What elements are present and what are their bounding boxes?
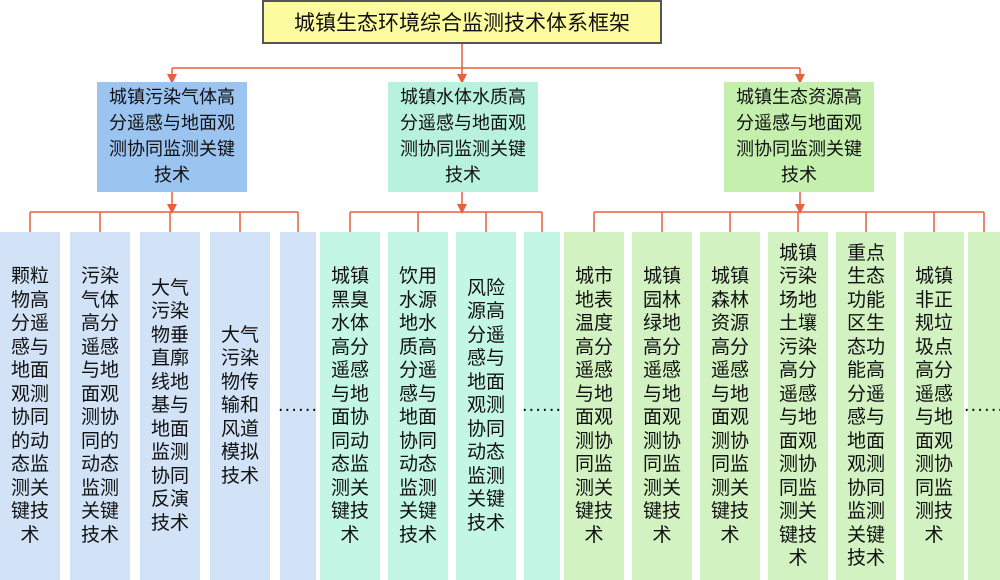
leaf-label: 城镇森林资源高分遥感与地面观测协同监测关键技术: [710, 265, 749, 546]
leaf-water-1: 城镇黑臭水体高分遥感与地面协同动态监测关键技术: [320, 232, 380, 580]
leaf-eco-2: 城镇园林绿地高分遥感与地面观测协同监测关键技术: [632, 232, 692, 580]
leaf-water-more: ......: [521, 232, 563, 580]
leaf-label: 风险源高分遥感与地面观测协同动态监测关键技术: [466, 276, 505, 534]
category-air-label: 城镇污染气体高分遥感与地面观测协同监测关键技术: [109, 87, 235, 186]
leaf-air-4: 大气污染物传输和风道模拟技术: [210, 232, 270, 580]
category-water-box: 城镇水体水质高分遥感与地面观测协同监测关键技术: [388, 82, 538, 192]
leaf-label: 饮用水源地水质高分遥感与地面协同动态监测关键技术: [398, 265, 437, 546]
root-title: 城镇生态环境综合监测技术体系框架: [294, 11, 630, 35]
leaf-label: 污染气体高分遥感与地面观测协同的动态监测关键技术: [80, 265, 119, 546]
leaf-label: 重点生态功能区生态功能高分遥感与地面观测协同监测关键技术: [846, 241, 885, 570]
leaf-eco-3: 城镇森林资源高分遥感与地面观测协同监测关键技术: [700, 232, 760, 580]
leaf-label: 大气污染物垂直廓线地基与地面监测协同反演技术: [150, 276, 189, 534]
root-title-box: 城镇生态环境综合监测技术体系框架: [262, 0, 662, 44]
leaf-label: 城镇污染场地土壤污染高分遥感与地面观测协同监测关键技术: [778, 241, 817, 570]
category-eco-box: 城镇生态资源高分遥感与地面观测协同监测关键技术: [724, 82, 874, 192]
leaf-water-3: 风险源高分遥感与地面观测协同动态监测关键技术: [456, 232, 516, 580]
leaf-air-1: 颗粒物高分遥感与地面观测协同的动态监测关键技术: [0, 232, 60, 580]
leaf-eco-5: 重点生态功能区生态功能高分遥感与地面观测协同监测关键技术: [836, 232, 896, 580]
leaf-eco-more: ......: [964, 232, 1000, 580]
leaf-eco-4: 城镇污染场地土壤污染高分遥感与地面观测协同监测关键技术: [768, 232, 828, 580]
leaf-label: 城镇非正规垃圾点高分遥感与地面观测协同监测技术: [914, 265, 953, 546]
category-air-box: 城镇污染气体高分遥感与地面观测协同监测关键技术: [97, 82, 247, 192]
leaf-label: 大气污染物传输和风道模拟技术: [220, 323, 259, 487]
leaf-label: 城镇黑臭水体高分遥感与地面协同动态监测关键技术: [330, 265, 369, 546]
ellipsis: ......: [277, 395, 319, 417]
category-eco-label: 城镇生态资源高分遥感与地面观测协同监测关键技术: [736, 87, 862, 186]
ellipsis: ......: [521, 395, 563, 417]
leaf-label: 颗粒物高分遥感与地面观测协同的动态监测关键技术: [10, 265, 49, 546]
leaf-label: 城镇园林绿地高分遥感与地面观测协同监测关键技术: [642, 265, 681, 546]
leaf-eco-6: 城镇非正规垃圾点高分遥感与地面观测协同监测技术: [904, 232, 964, 580]
leaf-label: 城市地表温度高分遥感与地面观测协同监测关键技术: [574, 265, 613, 546]
leaf-air-3: 大气污染物垂直廓线地基与地面监测协同反演技术: [140, 232, 200, 580]
leaf-water-2: 饮用水源地水质高分遥感与地面协同动态监测关键技术: [388, 232, 448, 580]
leaf-air-more: ......: [277, 232, 319, 580]
category-water-label: 城镇水体水质高分遥感与地面观测协同监测关键技术: [400, 87, 526, 186]
leaf-air-2: 污染气体高分遥感与地面观测协同的动态监测关键技术: [70, 232, 130, 580]
leaf-eco-1: 城市地表温度高分遥感与地面观测协同监测关键技术: [564, 232, 624, 580]
ellipsis: ......: [963, 395, 1000, 417]
